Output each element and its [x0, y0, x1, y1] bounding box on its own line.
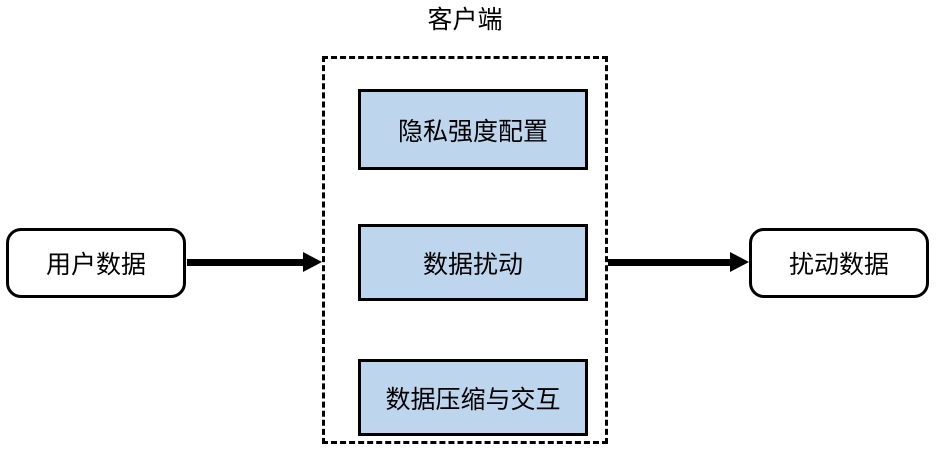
arrow-head-icon: [730, 252, 749, 272]
arrow-shaft: [608, 259, 730, 266]
process-box-label: 隐私强度配置: [397, 117, 548, 146]
process-box-label: 数据扰动: [422, 250, 523, 279]
process-box-label: 数据压缩与交互: [385, 385, 561, 414]
node-label: 用户数据: [45, 251, 146, 279]
arrow-client-to-output: [608, 252, 749, 272]
process-box-data-perturbation[interactable]: 数据扰动: [358, 224, 588, 301]
arrow-head-icon: [303, 252, 322, 272]
node-user-data[interactable]: 用户数据: [6, 228, 186, 298]
process-box-data-compression-interaction[interactable]: 数据压缩与交互: [358, 359, 588, 436]
arrow-shaft: [187, 259, 303, 266]
arrow-input-to-client: [187, 252, 322, 272]
process-box-privacy-config[interactable]: 隐私强度配置: [358, 89, 588, 170]
node-label: 扰动数据: [788, 251, 889, 279]
node-perturbed-data[interactable]: 扰动数据: [749, 228, 929, 298]
client-container-title: 客户端: [427, 6, 503, 34]
client-container: [322, 56, 608, 444]
